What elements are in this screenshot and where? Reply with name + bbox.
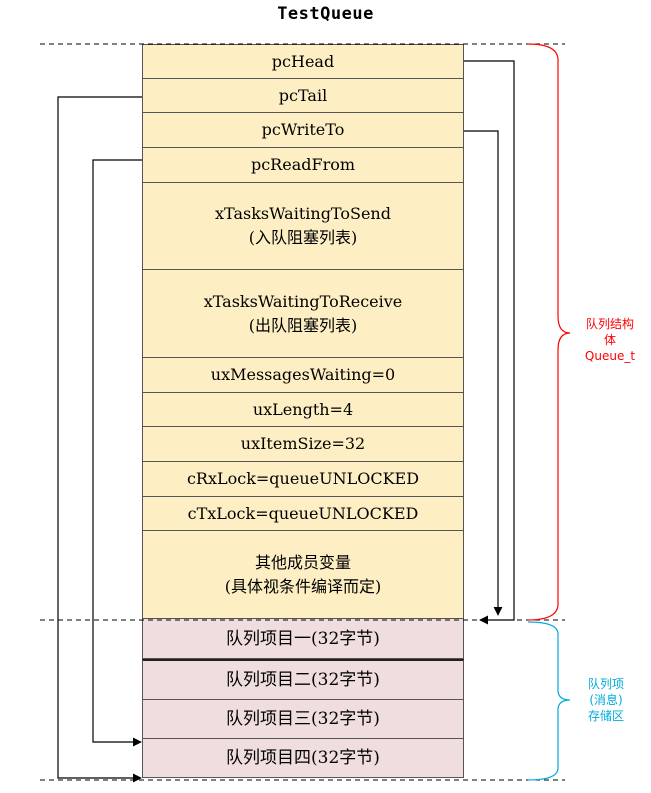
struct-label-line: Queue_t	[584, 349, 636, 363]
field-text: xTasksWaitingToReceive	[203, 291, 403, 311]
field-uxlength: uxLength=4	[142, 393, 464, 427]
storage-label: 队列项 (消息) 存储区	[574, 676, 638, 724]
field-note: (出队阻塞列表)	[248, 315, 358, 335]
struct-label-line: 队列结构	[585, 317, 634, 331]
queue-item-1: 队列项目一(32字节)	[142, 619, 464, 659]
pointer-arrows	[57, 60, 515, 783]
storage-label-line: 存储区	[587, 709, 624, 723]
field-text: pcReadFrom	[250, 155, 356, 174]
item-text: 队列项目四(32字节)	[226, 748, 380, 768]
field-text: pcTail	[278, 85, 328, 105]
boundary-lines	[40, 43, 565, 781]
field-text: pcHead	[271, 51, 335, 71]
field-xtaskswaitingtoreceive: xTasksWaitingToReceive (出队阻塞列表)	[142, 270, 464, 358]
field-text: cTxLock=queueUNLOCKED	[187, 503, 419, 523]
field-text: xTasksWaitingToSend	[215, 204, 391, 223]
struct-brace	[527, 43, 571, 621]
pcwriteto-arrow	[464, 130, 503, 616]
item-text: 队列项目一(32字节)	[226, 628, 380, 649]
field-note: (具体视条件编译而定)	[224, 576, 382, 596]
field-note: (入队阻塞列表)	[248, 228, 358, 247]
pchead-arrow	[464, 60, 515, 625]
queue-struct-stack: pcHead pcTail pcWriteTo pcReadFrom xTask…	[142, 44, 464, 778]
queue-item-2: 队列项目二(32字节)	[142, 659, 464, 700]
field-crxlock: cRxLock=queueUNLOCKED	[142, 462, 464, 497]
field-ctxlock: cTxLock=queueUNLOCKED	[142, 497, 464, 531]
item-text: 队列项目二(32字节)	[226, 670, 380, 690]
field-xtaskswaitingtosend: xTasksWaitingToSend (入队阻塞列表)	[142, 183, 464, 270]
field-pctail: pcTail	[142, 79, 464, 113]
field-pcwriteto: pcWriteTo	[142, 113, 464, 148]
field-uxitemsize: uxItemSize=32	[142, 427, 464, 462]
field-text: uxItemSize=32	[240, 434, 366, 453]
field-text: uxLength=4	[252, 399, 354, 419]
field-text: uxMessagesWaiting=0	[210, 365, 396, 384]
field-text: cRxLock=queueUNLOCKED	[186, 469, 420, 488]
field-pchead: pcHead	[142, 44, 464, 79]
field-uxmessageswaiting: uxMessagesWaiting=0	[142, 358, 464, 393]
item-text: 队列项目三(32字节)	[226, 709, 380, 729]
struct-label: 队列结构 体 Queue_t	[576, 316, 644, 364]
field-text: 其他成员变量	[254, 552, 351, 572]
pctail-arrow	[57, 96, 142, 783]
storage-label-line: (消息)	[589, 693, 623, 707]
field-text: pcWriteTo	[261, 120, 345, 139]
diagram-title: TestQueue	[277, 4, 374, 24]
struct-label-line: 体	[603, 333, 616, 347]
storage-label-line: 队列项	[587, 677, 624, 691]
field-pcreadfrom: pcReadFrom	[142, 148, 464, 183]
queue-item-3: 队列项目三(32字节)	[142, 700, 464, 739]
pcreadfrom-arrow	[92, 159, 142, 747]
queue-item-4: 队列项目四(32字节)	[142, 739, 464, 778]
field-other-members: 其他成员变量 (具体视条件编译而定)	[142, 531, 464, 619]
storage-brace	[527, 621, 571, 781]
